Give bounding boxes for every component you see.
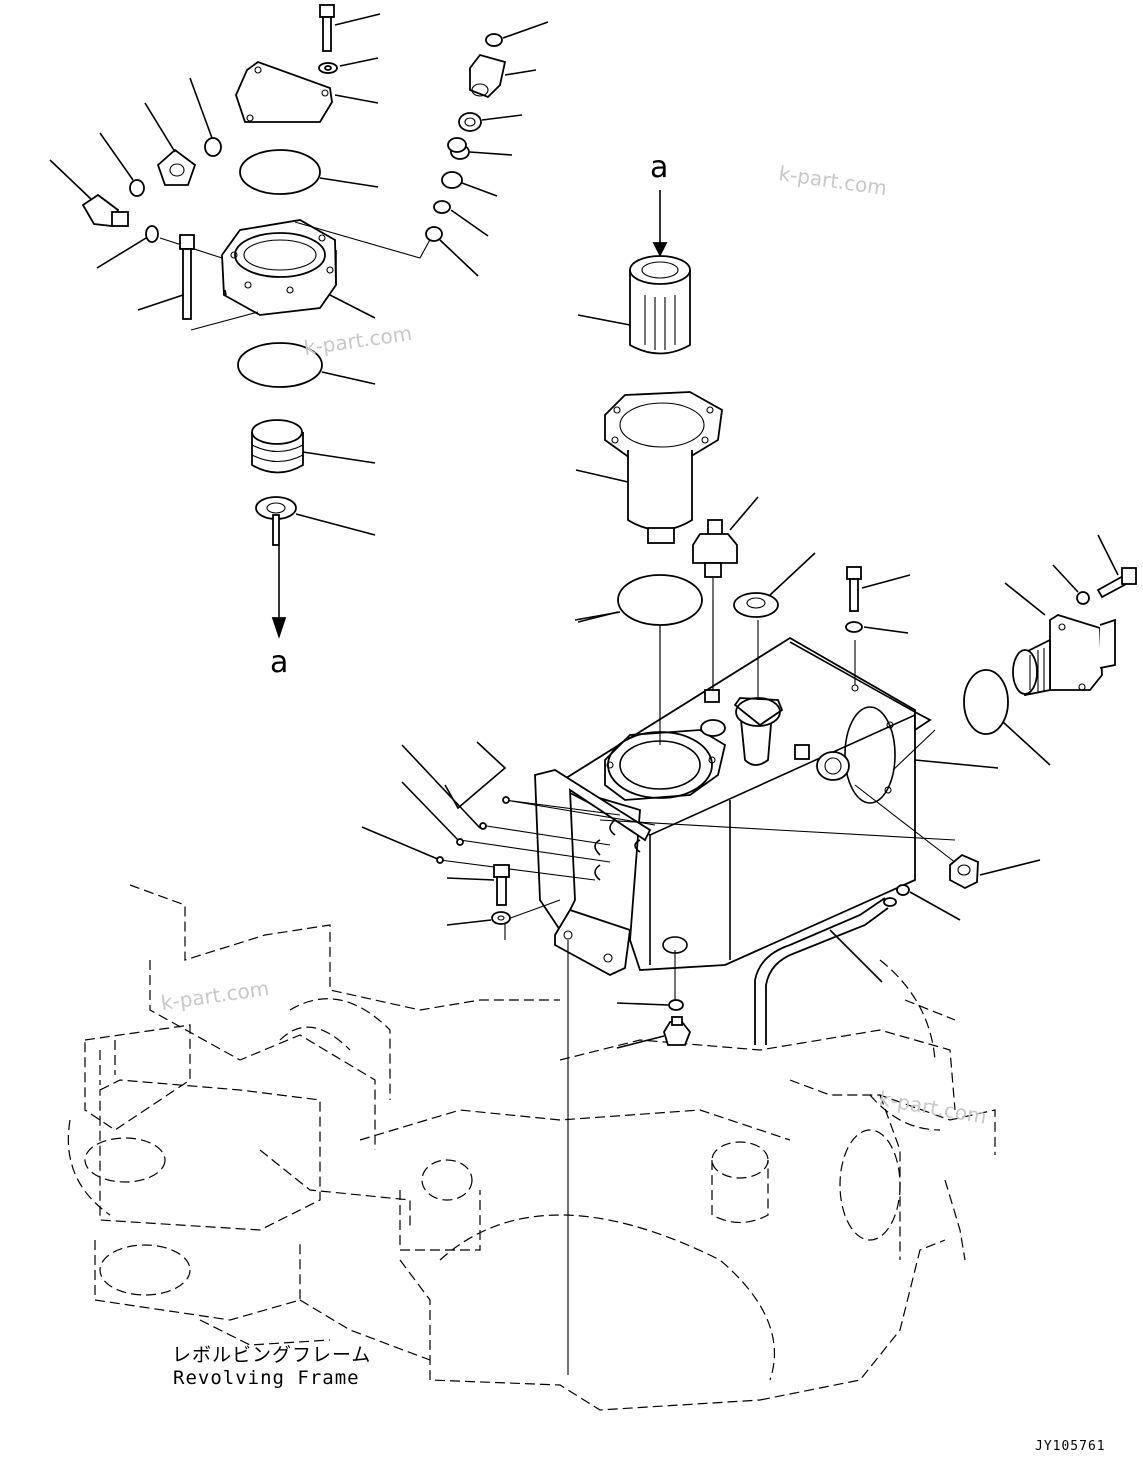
drawing-code: JY105761 [1035,1439,1106,1454]
flange-cap [733,552,816,618]
return-pipe-bolt [1052,534,1137,605]
tank-mounting-bolt [446,864,511,926]
elbow-fitting [49,159,129,227]
relief-valve-stack [425,21,549,277]
o-ring-lower [237,342,376,388]
hydraulic-tank [534,636,932,977]
breather-housing [159,219,433,319]
watermark-3: k-part.com [159,976,270,1015]
socket-bolt [137,234,259,331]
bolt-top-left [319,4,381,52]
filter-element [577,255,691,355]
tank-label-lines [361,611,999,864]
tank-leader-lines [439,600,966,1375]
frame-label-japanese: レボルビングフレーム [172,1344,371,1366]
return-pipe [1004,534,1137,697]
drain-plug [949,853,1041,890]
revolving-frame [67,884,996,1411]
breather-assembly [49,4,549,639]
marker-a-bottom: a [270,645,288,680]
o-ring-small-3 [96,225,159,269]
bottom-plug [616,999,692,1049]
pipe-gasket [963,669,1051,766]
watermark-2: k-part.com [302,321,413,360]
breather-element [251,419,376,474]
o-ring-small-2 [189,77,222,157]
o-ring-upper [239,149,379,195]
filter-case [575,391,723,544]
cover-plate [235,60,379,123]
marker-a-top: a [650,150,668,185]
breather-hose [754,884,961,1045]
washer-top-left [318,57,379,74]
frame-label-english: Revolving Frame [173,1367,360,1389]
watermark-4: k-part.com [877,1086,988,1129]
watermark-1: k-part.com [777,161,888,200]
adapter-fitting [144,102,197,186]
tank-bolt-right [845,566,911,634]
o-ring-small-1 [99,132,145,197]
drain-screw [255,496,376,639]
